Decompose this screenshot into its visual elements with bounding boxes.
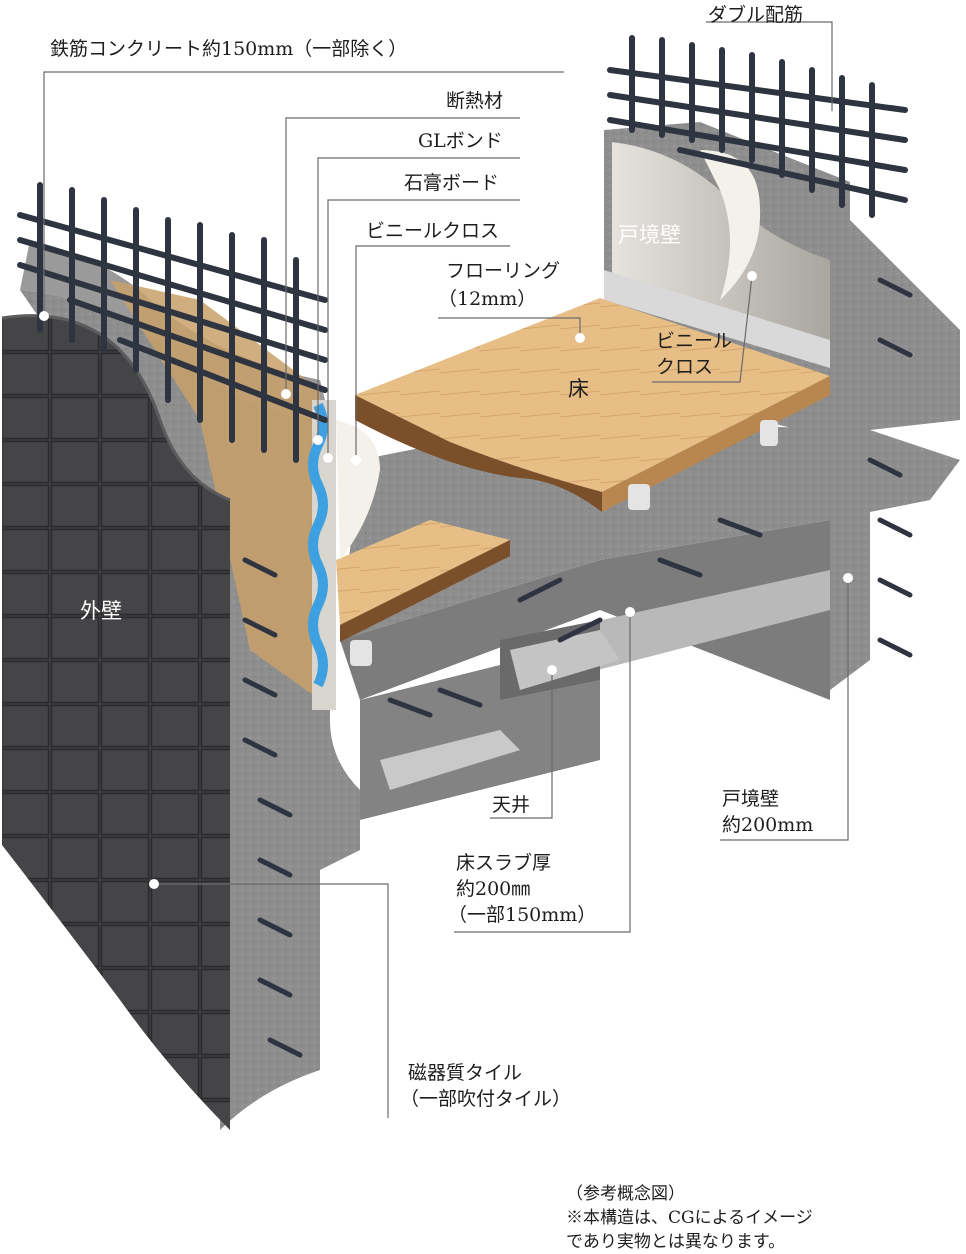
label-gypsum-board: 石膏ボード xyxy=(404,172,500,194)
label-floor-slab: 床スラブ厚 xyxy=(456,852,552,874)
rebar-grid-right xyxy=(607,35,908,218)
exterior-tile-wall xyxy=(1,314,231,1130)
label-gl-bond: GLボンド xyxy=(418,130,503,152)
label-porcelain-tile-partial: （一部吹付タイル） xyxy=(400,1088,572,1110)
label-vinyl-cloth: ビニールクロス xyxy=(366,220,500,242)
label-vinyl-cloth-right-1: ビニール xyxy=(656,330,733,352)
label-partition-wall: 戸境壁 xyxy=(722,788,780,810)
label-reinforced-concrete: 鉄筋コンクリート約150mm（一部除く） xyxy=(50,38,408,60)
label-floor-slab-partial: （一部150mm） xyxy=(448,904,597,926)
rebar-ends xyxy=(242,277,913,1058)
left-wall-concrete xyxy=(20,240,380,1130)
label-flooring-thickness: （12mm） xyxy=(438,288,537,310)
label-insulation: 断熱材 xyxy=(446,90,504,112)
note-line-1: （参考概念図） xyxy=(566,1184,685,1204)
label-floor: 床 xyxy=(568,377,589,401)
label-ceiling: 天井 xyxy=(492,794,531,816)
disclaimer-note: （参考概念図） ※本構造は、CGによるイメージ であり実物とは異なります。 xyxy=(566,1182,813,1254)
label-partition-wall-thickness: 約200mm xyxy=(722,814,814,836)
label-exterior-wall: 外壁 xyxy=(80,599,122,623)
ceiling-board xyxy=(380,630,620,790)
label-flooring: フローリング xyxy=(446,260,561,282)
label-vinyl-cloth-right-2: クロス xyxy=(656,356,714,378)
label-floor-slab-thickness: 約200㎜ xyxy=(456,878,531,900)
leader-dots xyxy=(39,111,853,889)
note-line-2: ※本構造は、CGによるイメージ xyxy=(566,1208,813,1228)
leader-lines xyxy=(43,21,849,1118)
flooring-left xyxy=(336,520,510,666)
flooring-main xyxy=(355,298,830,512)
label-double-rebar: ダブル配筋 xyxy=(708,4,804,26)
note-line-3: であり実物とは異なります。 xyxy=(566,1232,786,1252)
label-partition-wall-top: 戸境壁 xyxy=(618,223,681,247)
rebar-grid-left xyxy=(17,182,328,463)
label-porcelain-tile: 磁器質タイル xyxy=(408,1062,523,1084)
